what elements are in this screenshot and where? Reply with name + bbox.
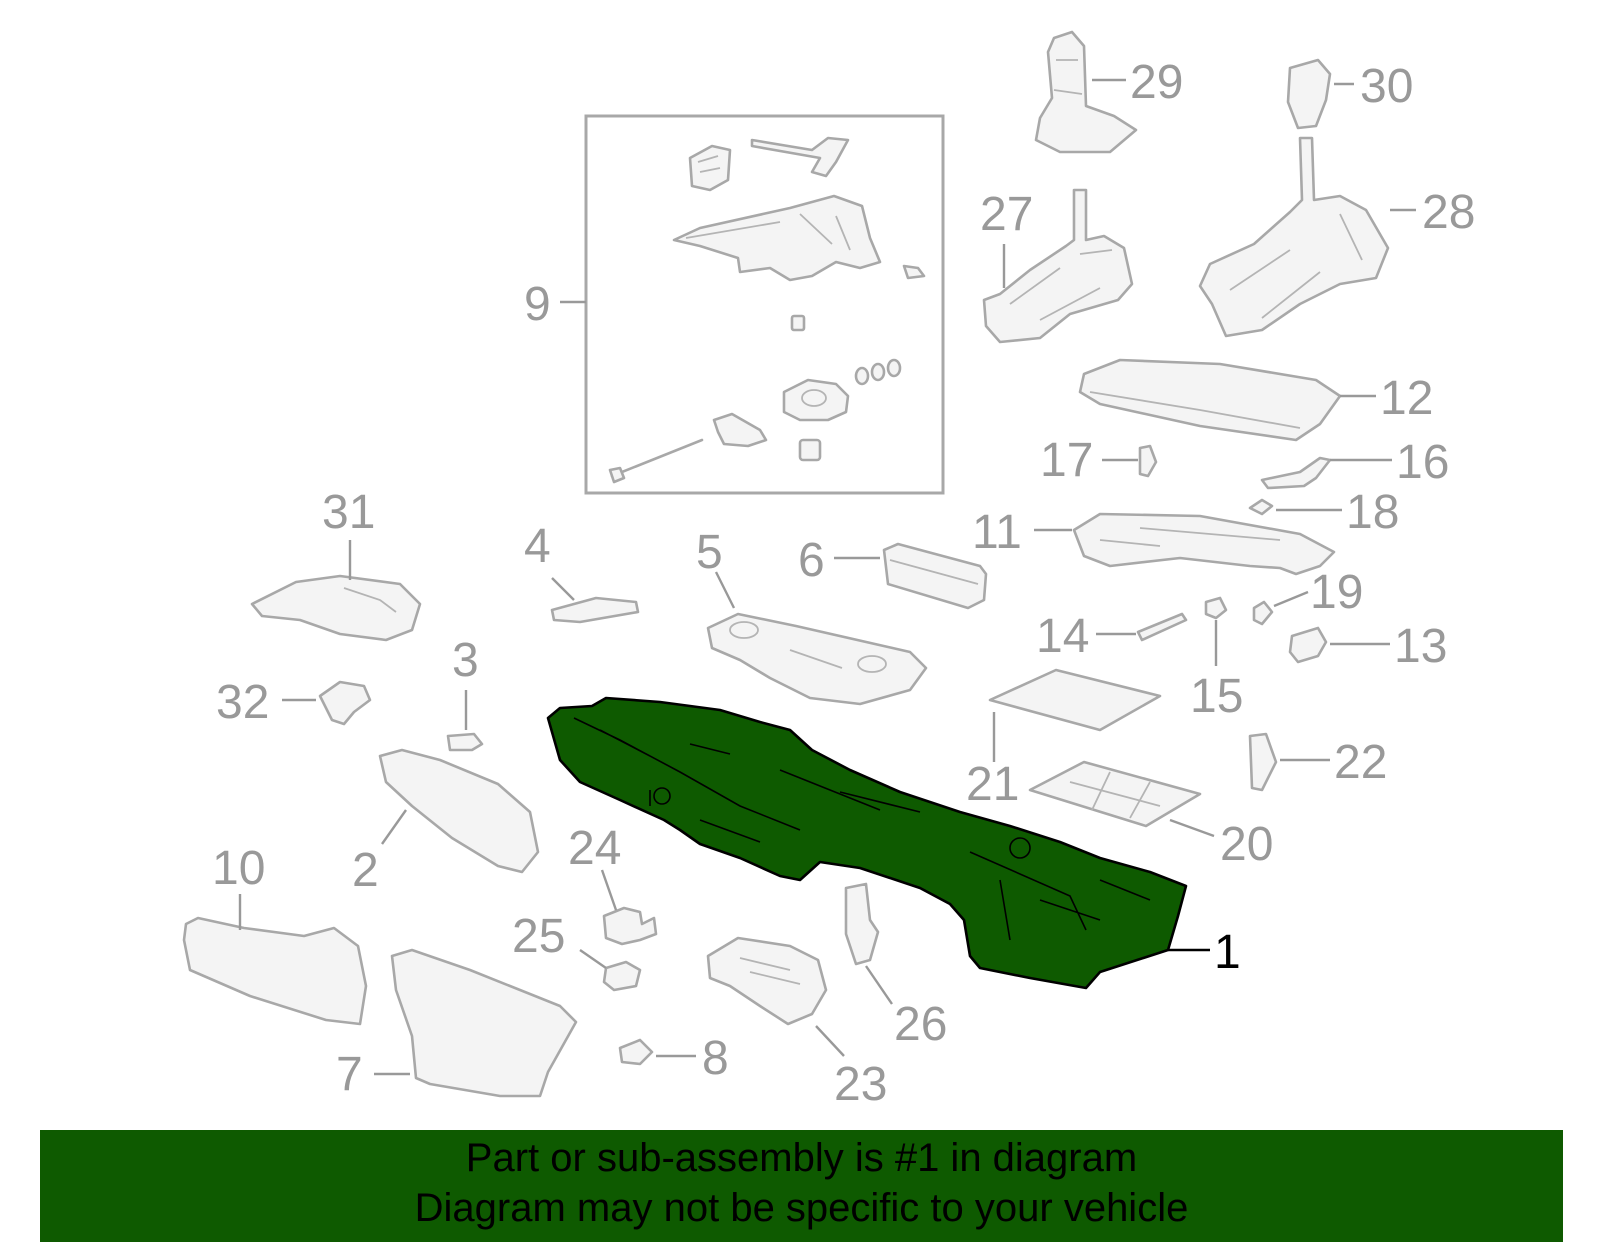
- part-18-clip: [1248, 498, 1274, 516]
- part-20-tray: [1028, 760, 1202, 828]
- part-2-lid: [378, 748, 540, 874]
- callout-30: 30: [1360, 60, 1413, 113]
- callout-24: 24: [568, 822, 621, 875]
- part-12-armrest-lid: [1078, 358, 1342, 442]
- callout-23: 23: [834, 1058, 887, 1111]
- banner-line-1: Part or sub-assembly is #1 in diagram: [465, 1136, 1138, 1180]
- callout-14: 14: [1036, 610, 1089, 663]
- part-29-shift-boot: [1034, 30, 1138, 154]
- part-23-module: [706, 936, 828, 1026]
- callout-26: 26: [894, 998, 947, 1051]
- part-8-clip: [618, 1038, 654, 1066]
- part-11-armrest-base: [1072, 512, 1336, 576]
- callout-16: 16: [1396, 436, 1449, 489]
- callout-3: 3: [452, 634, 479, 687]
- callout-1: 1: [1214, 926, 1241, 979]
- part-27-shifter-assembly: [982, 188, 1134, 344]
- banner-line-2: Diagram may not be specific to your vehi…: [414, 1186, 1189, 1230]
- callout-19: 19: [1310, 566, 1363, 619]
- callout-9: 9: [524, 278, 551, 331]
- part-14-rod: [1136, 612, 1188, 642]
- part-32-knob: [318, 680, 372, 726]
- parts-diagram: 9 29 30 27 28 12 17 16 18: [182, 30, 1475, 1111]
- callout-25: 25: [512, 910, 565, 963]
- part-28-shifter-assembly: [1198, 136, 1390, 338]
- callout-28: 28: [1422, 186, 1475, 239]
- part-10-side-trim: [182, 916, 368, 1026]
- part-19-clip: [1252, 600, 1274, 626]
- part-13-bracket: [1288, 626, 1328, 664]
- part-9-assembly-box: [584, 114, 945, 495]
- part-30-shift-knob: [1286, 58, 1332, 130]
- callout-22: 22: [1334, 736, 1387, 789]
- part-17-fastener: [1138, 444, 1158, 478]
- callout-8: 8: [702, 1032, 729, 1085]
- callout-2: 2: [352, 844, 379, 897]
- part-7-side-trim: [390, 948, 578, 1098]
- callout-7: 7: [336, 1048, 363, 1101]
- part-3-clip: [446, 732, 484, 752]
- callout-15: 15: [1190, 670, 1243, 723]
- callout-6: 6: [798, 534, 825, 587]
- callout-20: 20: [1220, 818, 1273, 871]
- part-1-console-highlighted: [546, 696, 1188, 990]
- part-26-plug: [844, 882, 880, 966]
- part-31-trim: [250, 574, 422, 642]
- part-5-cup-holder: [706, 612, 928, 706]
- info-banner: Part or sub-assembly is #1 in diagram Di…: [40, 1130, 1563, 1242]
- part-21-lid: [988, 668, 1162, 732]
- callout-13: 13: [1394, 620, 1447, 673]
- callout-32: 32: [216, 676, 269, 729]
- part-25-clip: [602, 960, 642, 992]
- part-16-latch: [1260, 456, 1332, 490]
- callout-12: 12: [1380, 372, 1433, 425]
- callout-10: 10: [212, 842, 265, 895]
- callout-5: 5: [696, 526, 723, 579]
- part-4-plate: [550, 596, 640, 624]
- callout-27: 27: [980, 188, 1033, 241]
- part-15-push-pin: [1204, 596, 1228, 620]
- part-22-vent: [1248, 732, 1278, 792]
- callout-29: 29: [1130, 56, 1183, 109]
- callout-17: 17: [1040, 434, 1093, 487]
- callout-18: 18: [1346, 486, 1399, 539]
- callout-11: 11: [972, 506, 1022, 559]
- callout-21: 21: [966, 758, 1019, 811]
- part-24-bracket: [602, 906, 658, 946]
- part-6-storage-bin: [882, 542, 988, 610]
- callout-31: 31: [322, 486, 375, 539]
- callout-4: 4: [524, 520, 551, 573]
